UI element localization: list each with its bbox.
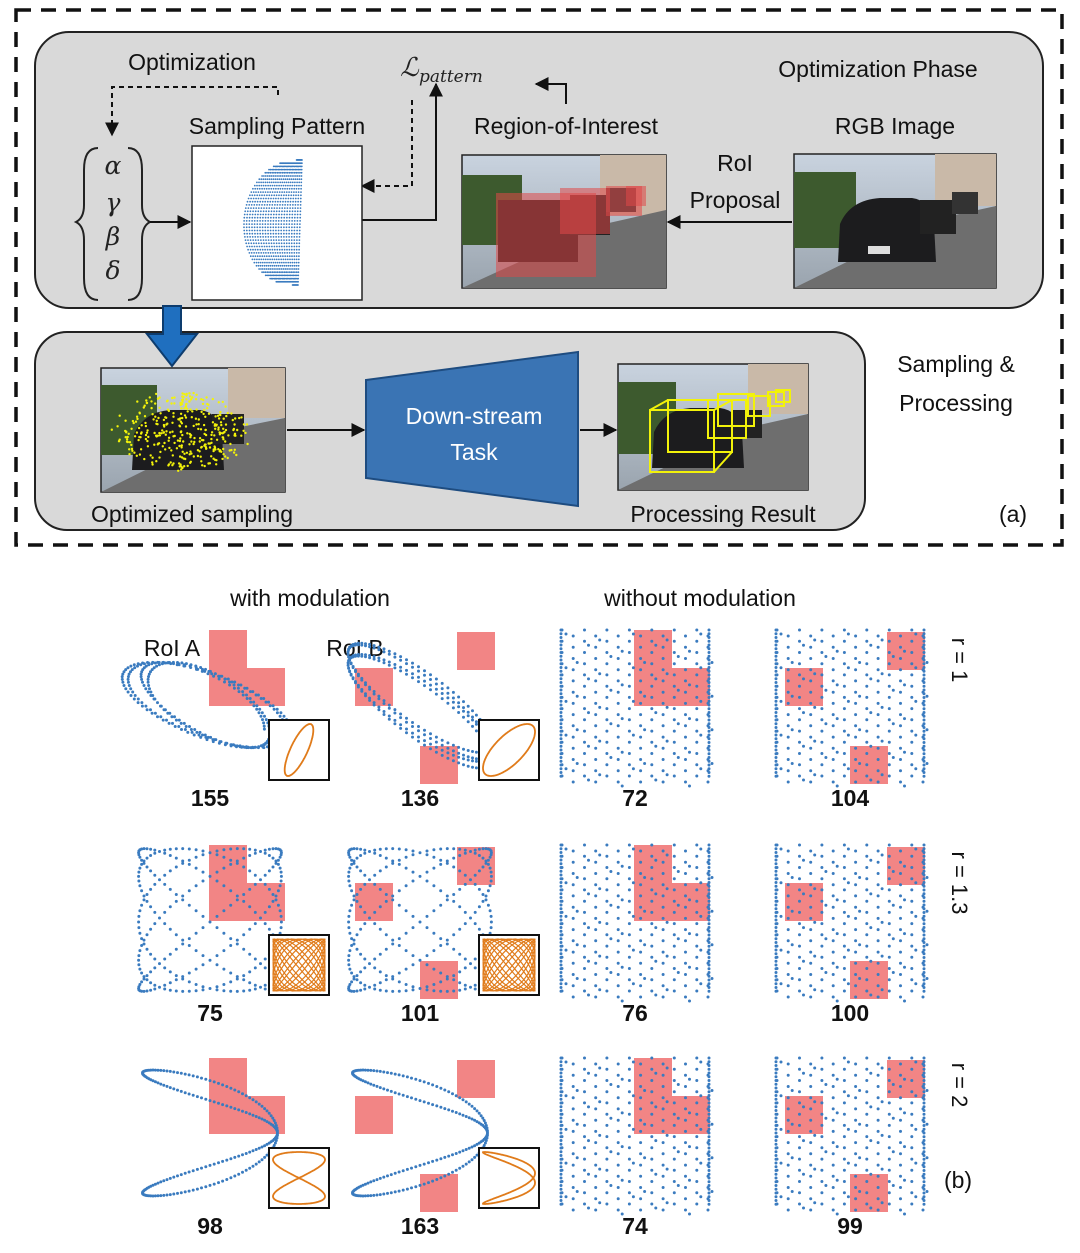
roi-b-region (785, 1060, 925, 1212)
downstream-task-block (365, 350, 579, 508)
pattern-to-loss-arrow (362, 82, 443, 221)
sampling-pattern-box (191, 145, 363, 301)
inset-curve-box (478, 1147, 540, 1209)
roi-b-region (785, 632, 925, 784)
loss-symbol: ℒ (400, 53, 420, 83)
score-label: 155 (191, 785, 230, 811)
sampling-processing-label-2: Processing (899, 390, 1013, 416)
pattern-cell: 98 (141, 1058, 330, 1239)
yellow-sample-dots (110, 391, 249, 473)
panel-a-label: (a) (999, 501, 1027, 527)
score-label: 76 (622, 1000, 648, 1026)
big-blue-down-arrow (144, 305, 200, 368)
inset-curve (272, 1151, 326, 1205)
pattern-cell: 75 (137, 845, 330, 1026)
roi-a-region (209, 630, 285, 706)
roi-a-region (634, 630, 710, 706)
inset-curve (482, 1151, 536, 1205)
inset-curve (482, 938, 536, 992)
r-label-3: r = 2 (947, 1063, 972, 1108)
sampling-dots (137, 847, 283, 993)
roi-a-region (209, 845, 285, 921)
sampling-dots (351, 1068, 489, 1198)
processing-result-label: Processing Result (630, 501, 816, 527)
sampling-processing-label-1: Sampling & (897, 351, 1015, 377)
roi-a-region (634, 1058, 710, 1134)
roi-b-region (355, 632, 495, 784)
roi-b-region (785, 847, 925, 999)
roi-label: Region-of-Interest (474, 113, 659, 139)
loss-subscript: pattern (419, 67, 483, 87)
score-label: 100 (831, 1000, 869, 1026)
pattern-cell: 163 (351, 1060, 540, 1239)
r-label-1: r = 1 (947, 638, 972, 683)
pattern-cell: 104 (774, 628, 929, 811)
score-label: 99 (837, 1213, 863, 1239)
roi-proposal-mid (560, 188, 610, 234)
pattern-cell: 155 (120, 630, 330, 811)
sampling-dots (346, 641, 494, 770)
roi-b-region (355, 1060, 495, 1212)
optimization-label: Optimization (128, 49, 256, 75)
rgb-image-label: RGB Image (835, 113, 955, 139)
pattern-cell: 101 (347, 847, 540, 1026)
left-brace (73, 147, 99, 301)
r-label-2: r = 1.3 (947, 852, 972, 915)
pattern-cell: 100 (774, 843, 929, 1026)
param-beta: β (105, 222, 120, 251)
without-modulation-label: without modulation (603, 585, 796, 611)
rgb-image (793, 153, 997, 289)
roi-proposal-label-2: Proposal (690, 187, 781, 213)
processing-result-image (617, 363, 809, 491)
score-label: 98 (197, 1213, 223, 1239)
inset-curve (283, 723, 315, 777)
param-delta: δ (105, 256, 120, 285)
roi-proposal-label-1: RoI (717, 150, 753, 176)
inset-curve-box (478, 719, 540, 781)
loss-label: ℒ pattern (400, 53, 483, 87)
roi-a-label: RoI A (144, 635, 201, 661)
pattern-cell: 99 (774, 1056, 929, 1239)
score-label: 101 (401, 1000, 440, 1026)
optimization-phase-label: Optimization Phase (778, 56, 977, 82)
sampling-pattern-label: Sampling Pattern (189, 113, 365, 139)
roi-b-region (355, 847, 495, 999)
panel-a-dashed-frame (14, 8, 1064, 547)
inset-curve (482, 723, 536, 777)
score-label: 136 (401, 785, 439, 811)
downstream-label-2: Task (450, 439, 498, 465)
roi-proposal-tiny (626, 186, 646, 206)
param-gamma: γ (106, 188, 121, 217)
optimization-loop-arrow (105, 86, 279, 137)
downstream-label-1: Down-stream (406, 403, 543, 429)
pattern-cell: 136 (346, 632, 540, 811)
sampling-dots (141, 1068, 279, 1198)
roi-a-region (634, 845, 710, 921)
pattern-cell: 76 (559, 843, 714, 1026)
param-alpha: α (105, 151, 122, 180)
pattern-cell: 72 (559, 628, 714, 811)
sampling-dots (347, 847, 493, 993)
with-modulation-label: with modulation (229, 585, 390, 611)
roi-image (461, 154, 667, 289)
inset-curve (272, 938, 326, 992)
score-label: 72 (622, 785, 648, 811)
pattern-grid: 155 136 72 104 75 101 76 100 98 163 74 99 (120, 628, 929, 1239)
loss-to-pattern-arrow (360, 100, 413, 193)
panel-b-label: (b) (944, 1167, 972, 1193)
inset-curve-box (268, 719, 330, 781)
pattern-cell: 74 (559, 1056, 714, 1239)
score-label: 74 (622, 1213, 648, 1239)
score-label: 163 (401, 1213, 439, 1239)
optimized-sampling-image (100, 367, 286, 493)
3d-bounding-boxes (649, 389, 791, 473)
roi-to-loss-arrow (534, 77, 567, 104)
score-label: 75 (197, 1000, 223, 1026)
optimized-sampling-label: Optimized sampling (91, 501, 293, 527)
score-label: 104 (831, 785, 870, 811)
